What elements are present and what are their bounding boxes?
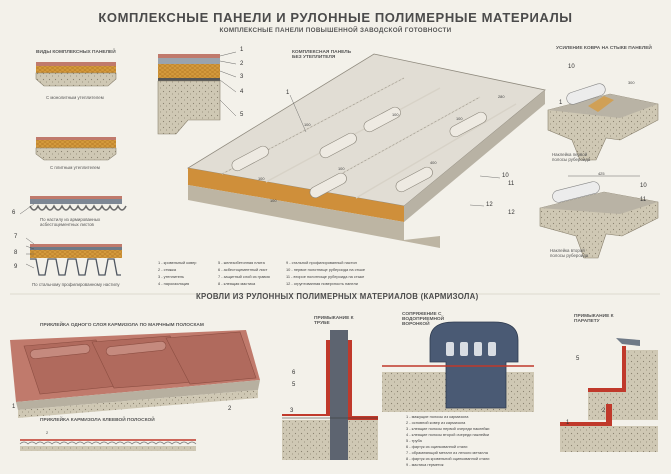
panel-type-slab — [35, 137, 117, 161]
roofs-heading: КРОВЛИ ИЗ РУЛОННЫХ ПОЛИМЕРНЫХ МАТЕРИАЛОВ… — [196, 292, 479, 301]
dim: 100 — [258, 176, 265, 181]
parapet-heading: ПРИМЫКАНИЕ К ПАРАПЕТУ — [574, 314, 614, 324]
legend2-item: 6 - фартук из оцинкованной стали — [406, 444, 468, 449]
callout: 1 — [12, 404, 16, 410]
legend-item: 5 - железобетонная плита — [218, 260, 265, 265]
legend2-item: 8 - фартук из кровельной оцинкованной ст… — [406, 456, 490, 461]
callout: 8 — [14, 250, 18, 256]
label-steel: По стальному профилированному настилу — [32, 282, 120, 287]
dim: 100 — [338, 166, 345, 171]
callout: 11 — [508, 181, 515, 187]
callout: 6 — [292, 370, 296, 376]
dim: 425 — [598, 171, 605, 176]
callout: 1 — [286, 90, 290, 96]
callout: 3 — [240, 74, 244, 80]
legend2-item: 2 - основной ковер из кармизола — [406, 420, 466, 425]
dim: 2 — [46, 430, 49, 435]
legend2-item: 3 - клеящие полосы первой очереди наклей… — [406, 426, 490, 431]
panel-type-steel — [30, 244, 122, 276]
panel-type-monolithic — [35, 62, 117, 87]
panel-type-asbestos — [29, 196, 127, 211]
callout: 5 — [576, 356, 580, 362]
legend2-item: 5 - труба — [406, 438, 422, 443]
callout: 11 — [640, 197, 647, 203]
callout: 2 — [228, 406, 232, 412]
legend-item: 7 - защитный слой из гравия — [218, 274, 270, 279]
callout: 2 — [240, 61, 244, 67]
callout: 10 — [640, 183, 647, 189]
seam-note-1: Наклейка первой полосы рубероида — [552, 152, 591, 162]
callout: 9 — [14, 264, 18, 270]
callout: 12 — [508, 210, 515, 216]
poster-subtitle: КОМПЛЕКСНЫЕ ПАНЕЛИ ПОВЫШЕННОЙ ЗАВОДСКОЙ … — [219, 27, 452, 34]
label-asbestos: По настилу из армированных асбестоцемент… — [40, 217, 101, 227]
legend-item: 11 - второе полотнище рубероида на стыке — [286, 274, 365, 279]
callout: 10 — [502, 173, 509, 179]
callout: 6 — [12, 210, 16, 216]
dim: 400 — [430, 160, 437, 165]
pipe-heading: ПРИМЫКАНИЕ К ТРУБЕ — [314, 316, 354, 326]
pipe-junction — [282, 330, 378, 460]
main-roof-panel — [186, 53, 546, 248]
legend-item: 1 - кровельный ковер — [158, 260, 197, 265]
funnel-heading: СОПРЯЖЕНИЕ С ВОДОПРИЕМНОЙ ВОРОНКОЙ — [402, 312, 445, 327]
callout: 7 — [14, 234, 18, 240]
parapet-junction — [560, 338, 658, 452]
dim: 100 — [304, 122, 311, 127]
label-slab: С плитным утеплителем — [50, 165, 100, 170]
strips-heading: ПРИКЛЕЙКА ОДНОГО СЛОЯ КАРМИЗОЛА ПО МАЯЧН… — [40, 323, 204, 328]
seam-detail-top — [547, 83, 659, 161]
seam-heading: УСИЛЕНИЕ КОВРА НА СТЫКЕ ПАНЕЛЕЙ — [556, 46, 652, 51]
legend-item: 9 - стальной профилированный настил — [286, 260, 357, 265]
dim: 300 — [628, 80, 635, 85]
legend2-item: 9 - мастика герметик — [406, 462, 444, 467]
callout: 5 — [240, 112, 244, 118]
callout: 1 — [566, 420, 570, 426]
glue-strip-detail — [19, 439, 197, 451]
panel-types-heading: ВИДЫ КОМПЛЕКСНЫХ ПАНЕЛЕЙ — [36, 50, 116, 55]
carmizol-strips — [10, 330, 260, 418]
callout: 12 — [486, 202, 493, 208]
label-monolithic: С монолитным утеплителем — [46, 95, 104, 100]
seam-note-2: Наклейка второй полосы рубероида — [550, 248, 589, 258]
dim: 100 — [270, 198, 277, 203]
legend-item: 6 - асбестоцементный лист — [218, 267, 268, 272]
layer-detail — [19, 51, 237, 269]
callout: 1 — [240, 47, 244, 53]
legend-item: 12 - огрунтованная поверхность панели — [286, 281, 358, 286]
poster-title: КОМПЛЕКСНЫЕ ПАНЕЛИ И РУЛОННЫЕ ПОЛИМЕРНЫЕ… — [98, 10, 573, 25]
seam-detail-bottom — [539, 175, 659, 259]
glue-heading: ПРИКЛЕЙКА КАРМИЗОЛА КЛЕЕВОЙ ПОЛОСКОЙ — [40, 418, 155, 423]
legend2-item: 4 - клеящие полосы второй очереди наклей… — [406, 432, 490, 437]
funnel-junction — [382, 321, 534, 412]
main-panel-label: КОМПЛЕКСНАЯ ПАНЕЛЬ БЕЗ УТЕПЛИТЕЛЯ — [292, 50, 352, 60]
dim: 100 — [456, 116, 463, 121]
dim: 280 — [498, 94, 505, 99]
legend-item: 3 - утеплитель — [158, 274, 185, 279]
legend-item: 4 - пароизоляция — [158, 281, 190, 286]
callout: 2 — [602, 408, 606, 414]
callout: 5 — [292, 382, 296, 388]
callout: 10 — [568, 64, 575, 70]
legend-item: 8 - клеящая мастика — [218, 281, 256, 286]
callout: 4 — [240, 89, 244, 95]
legend-item: 2 - стяжка — [158, 267, 177, 272]
legend2-item: 7 - обрамляющий металл из легкого металл… — [406, 450, 488, 455]
legend-item: 10 - первое полотнище рубероида на стыке — [286, 267, 366, 272]
legend2-item: 1 - мажущие полосы из кармизола — [406, 414, 469, 419]
callout: 1 — [559, 100, 563, 106]
dim: 100 — [392, 112, 399, 117]
callout: 3 — [290, 408, 294, 414]
